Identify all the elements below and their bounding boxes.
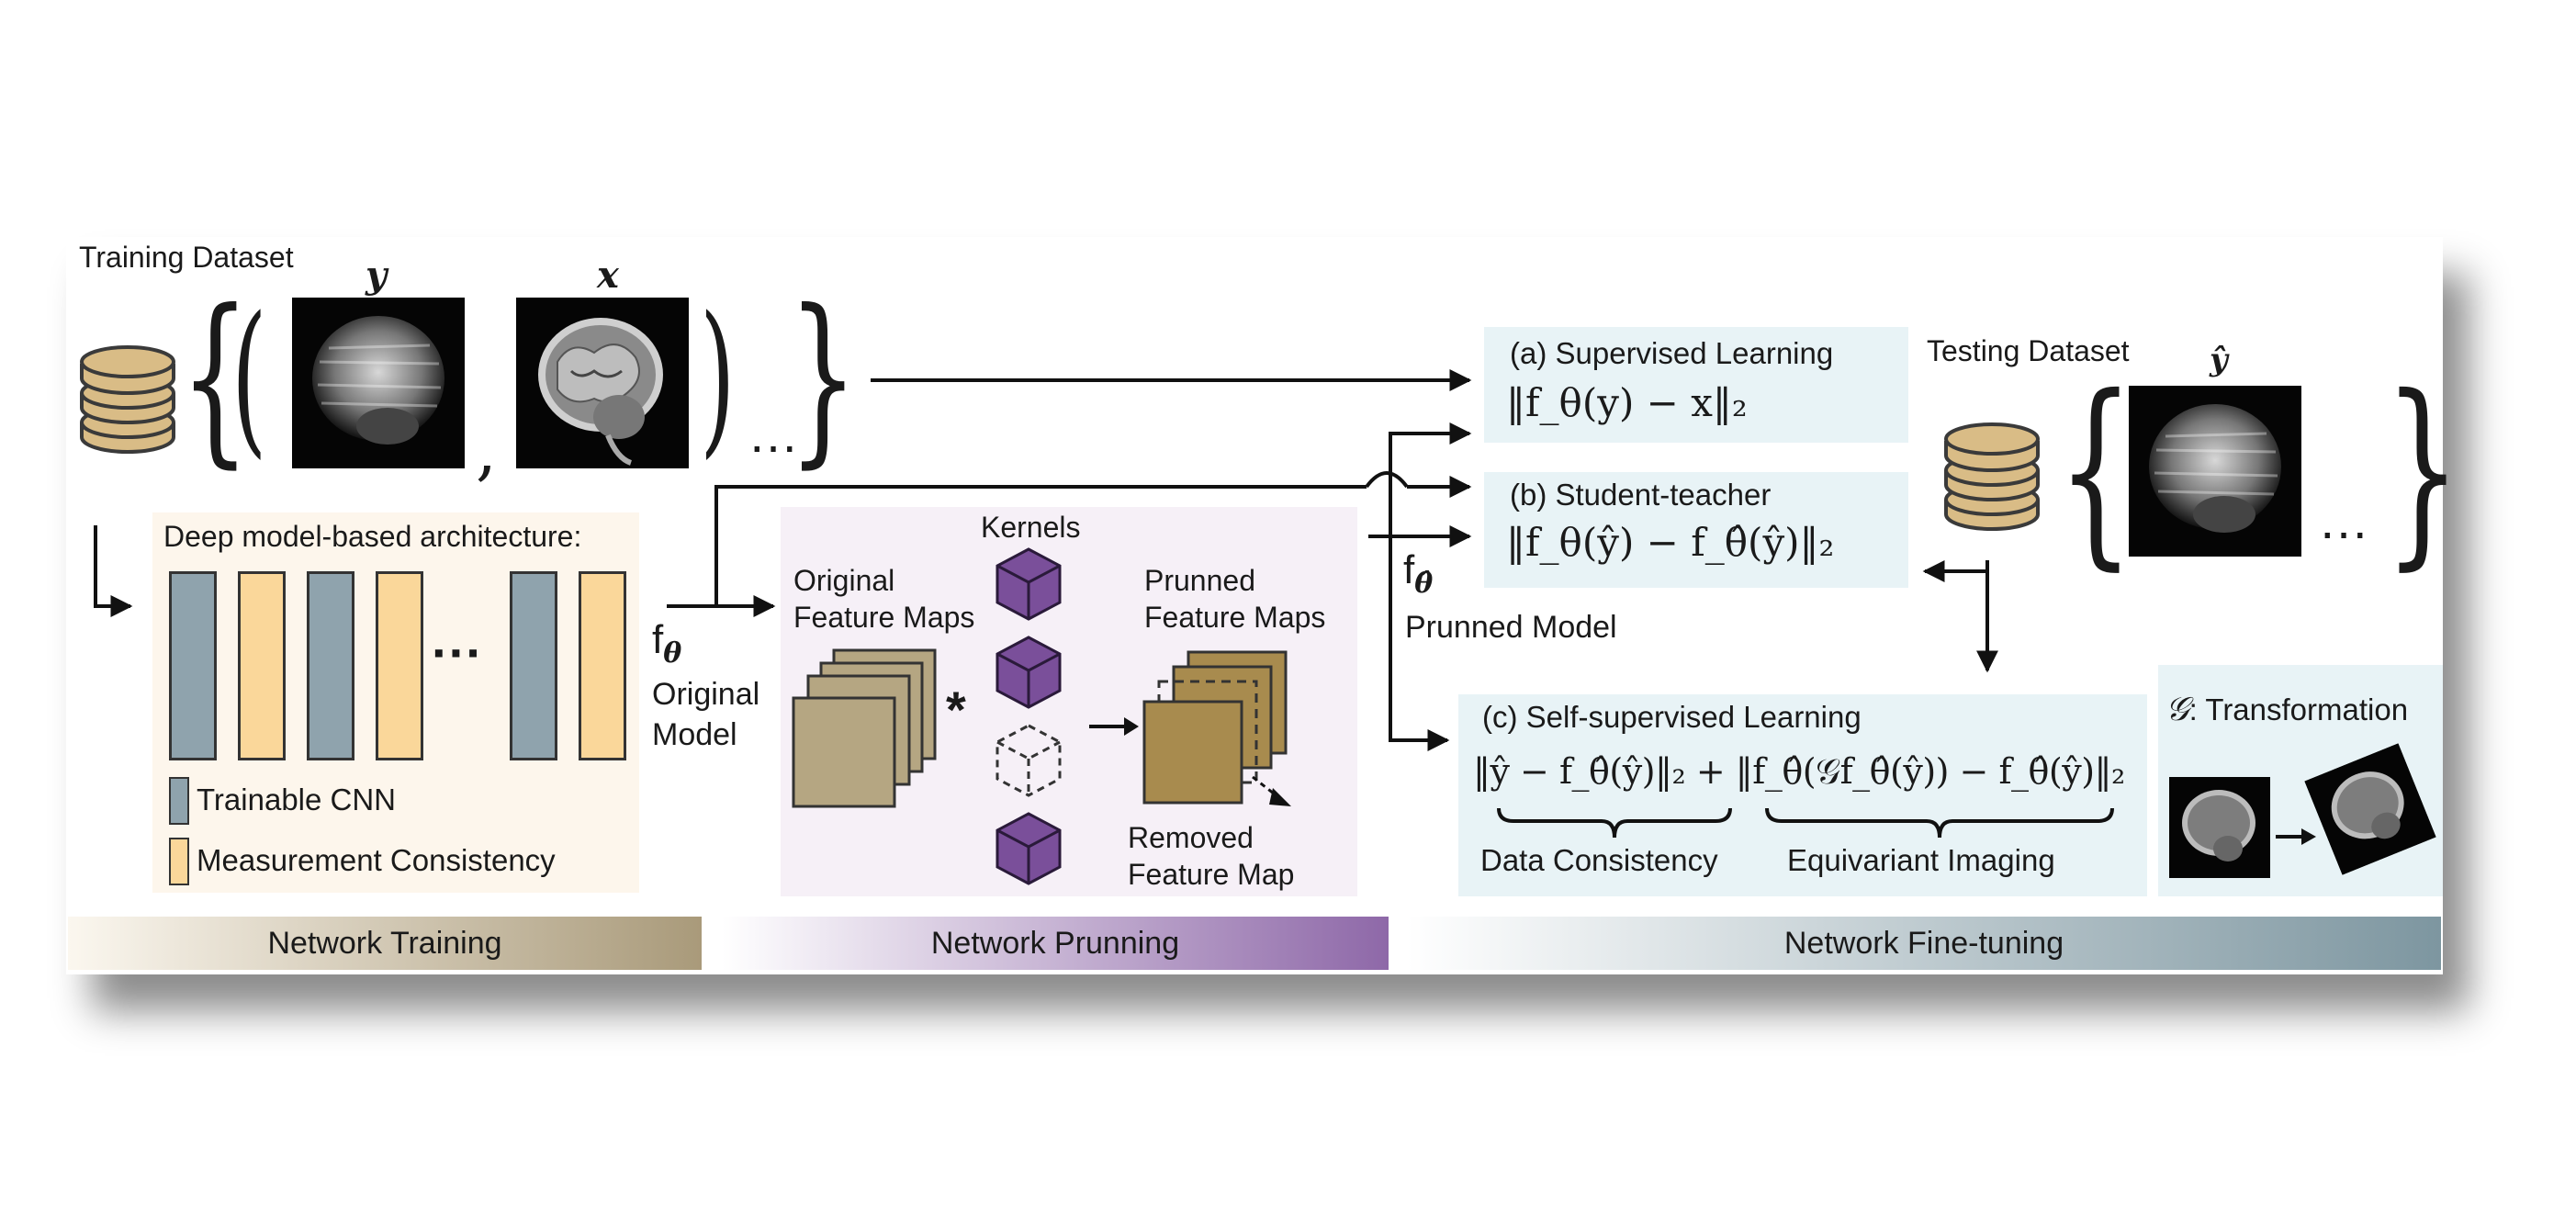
legend-mc-swatch	[169, 838, 189, 885]
testing-right-brace: }	[2384, 353, 2461, 588]
stage-bar-finetuning: Network Fine-tuning	[1407, 917, 2441, 970]
self-supervised-panel	[1458, 694, 2147, 896]
left-paren: (	[231, 282, 267, 474]
supervised-learning-title: (a) Supervised Learning	[1510, 336, 1834, 370]
pruned-feature-maps-label: Prunned Feature Maps	[1144, 564, 1326, 634]
pruned-feature-maps-stack	[1142, 650, 1291, 806]
architecture-title: Deep model-based architecture:	[163, 520, 582, 553]
f-theta-hat-symbol: fθ̂	[1403, 547, 1433, 600]
pruned-model-label: Prunned Model	[1405, 610, 1617, 645]
testing-database-icon	[1944, 422, 2040, 531]
mri-measurement-y	[292, 298, 465, 468]
y-hat-label: ŷ	[2210, 342, 2228, 378]
cnn-block	[307, 571, 354, 760]
mri-before-transform	[2169, 777, 2270, 878]
training-dataset-label: Training Dataset	[79, 241, 294, 274]
transformation-symbol: 𝒢	[2165, 691, 2189, 728]
student-teacher-loss-formula: ‖f_θ(ŷ) − f_θ̂(ŷ)‖₂	[1506, 520, 1835, 565]
self-supervised-title: (c) Self-supervised Learning	[1482, 700, 1862, 734]
supervised-learning-panel	[1484, 327, 1908, 443]
testing-left-brace: {	[2057, 353, 2134, 588]
supervised-loss-formula: ‖f_θ(y) − x‖₂	[1506, 380, 1748, 425]
transformation-label: 𝒢: Transformation	[2165, 691, 2408, 729]
legend-cnn-label: Trainable CNN	[197, 783, 397, 816]
y-label: y	[366, 253, 388, 297]
f-theta-f: f	[652, 617, 664, 662]
right-brace: }	[788, 271, 859, 485]
removed-feature-map-label: Removed Feature Map	[1128, 821, 1295, 891]
pruning-arrow	[1089, 717, 1139, 736]
f-theta-hat-f: f	[1403, 547, 1415, 592]
kernel-cube-icon	[996, 636, 1062, 709]
student-teacher-panel	[1484, 472, 1908, 588]
original-model-label: Original Model	[652, 677, 760, 753]
training-ellipsis: …	[748, 405, 799, 463]
original-feature-maps-label: Original Feature Maps	[793, 564, 975, 634]
convolution-symbol: *	[946, 681, 966, 738]
data-consistency-label: Data Consistency	[1480, 843, 1718, 877]
mc-block	[238, 571, 286, 760]
x-label: x	[597, 253, 619, 297]
database-icon	[80, 345, 175, 454]
kernels-label: Kernels	[981, 511, 1081, 544]
blocks-ellipsis: ···	[432, 624, 483, 681]
stage-bar-training: Network Training	[68, 917, 702, 970]
mc-block	[579, 571, 626, 760]
stage-label-training: Network Training	[267, 926, 502, 961]
kernel-cube-icon	[996, 812, 1062, 885]
mri-after-transform	[2304, 743, 2436, 875]
stage-label-finetuning: Network Fine-tuning	[1783, 926, 2064, 961]
legend-cnn-swatch	[169, 777, 189, 825]
mri-ground-truth-x	[516, 298, 689, 468]
equivariant-imaging-brace	[1765, 807, 2114, 839]
left-brace: {	[180, 271, 251, 485]
data-consistency-brace	[1497, 807, 1732, 839]
stage-bar-pruning: Network Prunning	[722, 917, 1389, 970]
original-feature-maps-stack	[792, 648, 937, 808]
f-theta-sub: θ	[663, 636, 682, 670]
testing-dataset-label: Testing Dataset	[1927, 334, 2130, 367]
right-paren: )	[700, 282, 736, 474]
stage-label-pruning: Network Prunning	[930, 926, 1180, 961]
mri-test-y-hat	[2129, 386, 2301, 557]
comma: ,	[476, 411, 497, 489]
removed-kernel-cube-icon	[996, 724, 1062, 797]
cnn-block	[169, 571, 217, 760]
transform-arrow	[2276, 828, 2316, 845]
legend-mc-label: Measurement Consistency	[197, 843, 556, 877]
cnn-block	[510, 571, 557, 760]
testing-ellipsis: …	[2318, 491, 2369, 549]
student-teacher-title: (b) Student-teacher	[1510, 478, 1772, 512]
equivariant-imaging-label: Equivariant Imaging	[1787, 843, 2055, 877]
kernel-cube-icon	[996, 547, 1062, 621]
f-theta-symbol: fθ	[652, 617, 681, 670]
mc-block	[376, 571, 423, 760]
transformation-text: : Transformation	[2188, 692, 2409, 726]
self-supervised-loss-formula: ‖ŷ − f_θ̂(ŷ)‖₂ + ‖f_θ̂(𝒢f_θ̂(ŷ)) − f_θ̂(…	[1473, 751, 2125, 792]
f-theta-hat-sub: θ̂	[1414, 567, 1434, 600]
